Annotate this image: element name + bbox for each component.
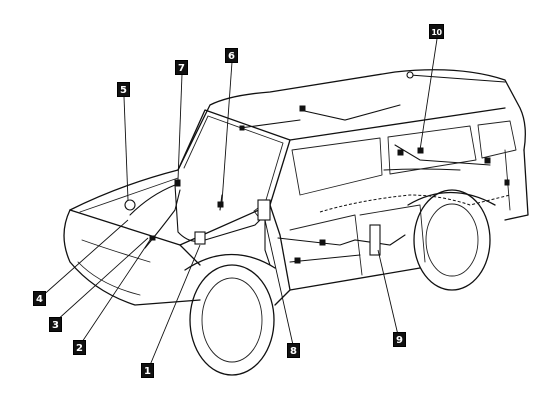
component-5-connector	[124, 199, 136, 211]
callout-3: 3	[49, 317, 62, 332]
callout-4: 4	[33, 291, 46, 306]
tail-connector	[504, 179, 510, 186]
door-connector	[294, 257, 301, 264]
component-9-module	[369, 224, 381, 256]
callout-2: 2	[73, 340, 86, 355]
vehicle-body	[63, 69, 529, 376]
callout-1: 1	[141, 363, 154, 378]
callout-7: 7	[175, 60, 188, 75]
dome-connector	[239, 125, 245, 131]
antenna-base	[406, 71, 414, 79]
leader-lines	[39, 38, 438, 371]
component-10-connector	[397, 149, 404, 156]
components	[124, 71, 510, 264]
callout-8: 8	[287, 343, 300, 358]
component-8-relay	[257, 199, 271, 221]
rear-connector	[484, 157, 491, 164]
callout-9: 9	[393, 332, 406, 347]
roof-connector	[299, 105, 306, 112]
component-7-connector	[174, 179, 181, 187]
wiring-harness	[129, 74, 511, 266]
callout-10: 10	[429, 24, 444, 39]
callout-5: 5	[117, 82, 130, 97]
floor-connector	[319, 239, 326, 246]
component-6-connector	[217, 201, 224, 208]
callout-6: 6	[225, 48, 238, 63]
component-3-connector	[149, 235, 156, 241]
component-1-box	[194, 231, 206, 245]
